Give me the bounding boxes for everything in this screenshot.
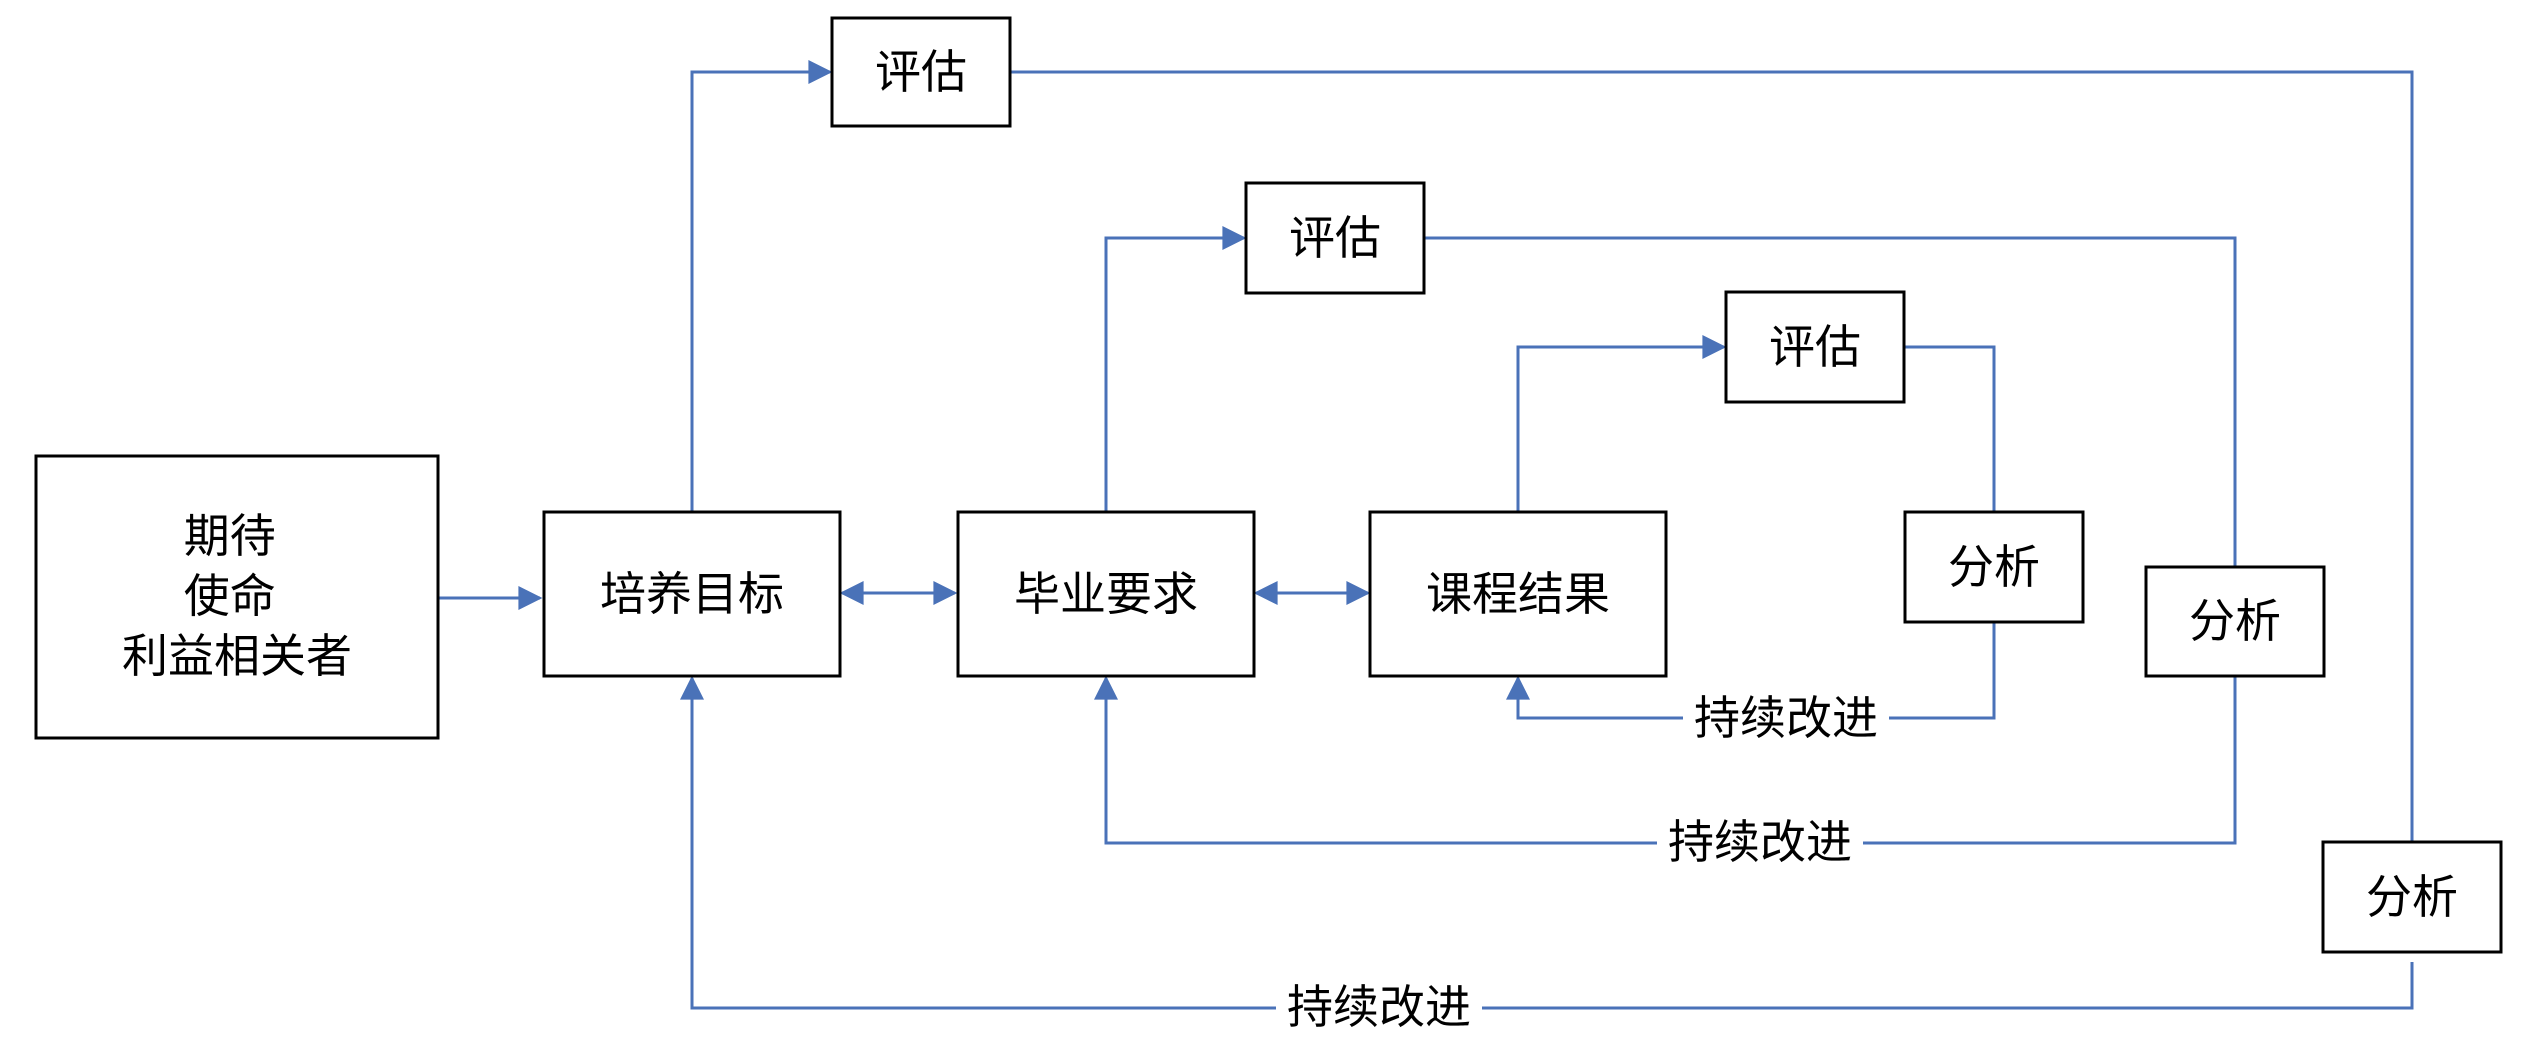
node-course: 课程结果 bbox=[1368, 510, 1668, 678]
node-analysis-middle-label: 分析 bbox=[2189, 594, 2281, 648]
node-evaluate-outer-label: 评估 bbox=[875, 45, 967, 99]
node-objectives: 培养目标 bbox=[542, 510, 842, 678]
node-evaluate-inner: 评估 bbox=[1724, 290, 1906, 404]
loop-label-inner: 持续改进 bbox=[1694, 691, 1878, 745]
node-analysis-middle: 分析 bbox=[2144, 565, 2326, 678]
svg-text:期待 使命 利益相关者: 期待 使命 利益相关者 bbox=[122, 509, 352, 683]
node-evaluate-middle-label: 评估 bbox=[1289, 211, 1381, 265]
arrow-graduation-to-evaluate-middle bbox=[1104, 226, 1247, 512]
node-evaluate-middle: 评估 bbox=[1244, 181, 1426, 295]
loop-label-middle: 持续改进 bbox=[1668, 815, 1852, 869]
loop-label-outer: 持续改进 bbox=[1287, 980, 1471, 1034]
arrow-course-to-evaluate-inner bbox=[1516, 335, 1727, 512]
node-analysis-inner-label: 分析 bbox=[1948, 540, 2040, 594]
node-analysis-outer: 分析 bbox=[2321, 840, 2503, 954]
node-stakeholders-line-3: 利益相关者 bbox=[122, 629, 352, 683]
line-evaluate-inner-to-analysis-inner bbox=[1904, 345, 1996, 512]
node-stakeholders-line-1: 期待 bbox=[184, 509, 276, 563]
node-graduation-label: 毕业要求 bbox=[1014, 567, 1198, 621]
node-course-label: 课程结果 bbox=[1426, 567, 1610, 621]
loop-labels: 持续改进 持续改进 持续改进 bbox=[1276, 691, 1889, 1035]
arrow-objectives-to-evaluate-outer bbox=[690, 60, 833, 512]
node-objectives-label: 培养目标 bbox=[600, 567, 784, 621]
node-evaluate-outer: 评估 bbox=[830, 16, 1012, 128]
arrow-analysis-outer-to-objectives bbox=[680, 675, 2414, 1010]
line-evaluate-middle-to-analysis-middle bbox=[1424, 236, 2237, 567]
line-evaluate-outer-to-analysis-outer bbox=[1010, 70, 2414, 842]
node-analysis-outer-label: 分析 bbox=[2366, 870, 2458, 924]
node-stakeholders-line-2: 使命 bbox=[184, 569, 276, 623]
node-evaluate-inner-label: 评估 bbox=[1769, 320, 1861, 374]
node-analysis-inner: 分析 bbox=[1903, 510, 2085, 624]
node-stakeholders: 期待 使命 利益相关者 bbox=[34, 454, 440, 740]
node-graduation: 毕业要求 bbox=[956, 510, 1256, 678]
